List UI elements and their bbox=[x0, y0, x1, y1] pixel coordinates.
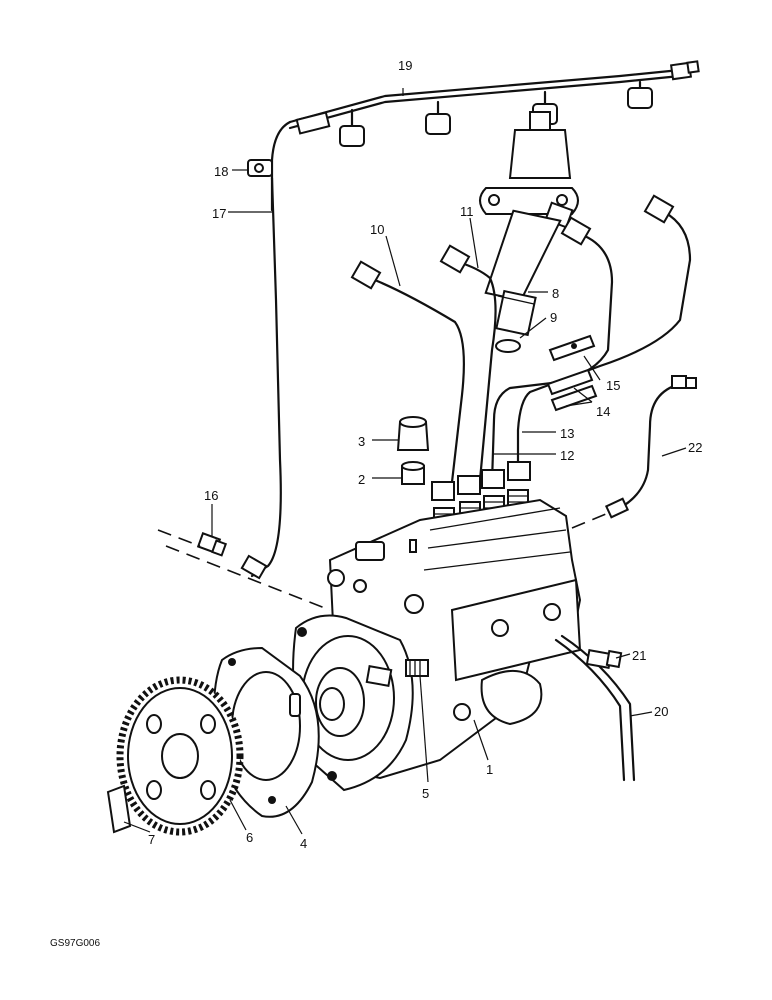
callout-9: 9 bbox=[550, 310, 557, 325]
banjo-fitting bbox=[425, 100, 451, 135]
callout-16: 16 bbox=[204, 488, 218, 503]
callout-6: 6 bbox=[246, 830, 253, 845]
callout-1: 1 bbox=[486, 762, 493, 777]
injector-pipe bbox=[516, 194, 692, 470]
callout-14: 14 bbox=[596, 404, 610, 419]
callout-20: 20 bbox=[654, 704, 668, 719]
callout-10: 10 bbox=[370, 222, 384, 237]
banjo-fitting bbox=[627, 80, 653, 109]
callout-8: 8 bbox=[552, 286, 559, 301]
callout-19: 19 bbox=[398, 58, 412, 73]
union-fitting bbox=[196, 532, 228, 557]
callout-22: 22 bbox=[688, 440, 702, 455]
callout-3: 3 bbox=[358, 434, 365, 449]
pipe-clamp bbox=[548, 334, 596, 362]
callout-5: 5 bbox=[422, 786, 429, 801]
delivery-valve-seal bbox=[401, 461, 425, 485]
callout-leaders bbox=[123, 88, 687, 835]
callout-4: 4 bbox=[300, 836, 307, 851]
injector-pipe bbox=[350, 260, 465, 484]
return-pipe bbox=[250, 176, 282, 578]
banjo-bolt bbox=[585, 649, 623, 669]
callout-7: 7 bbox=[148, 832, 155, 847]
pipe-nuts bbox=[431, 461, 531, 501]
alignment-line bbox=[571, 513, 607, 529]
delivery-valve-holder bbox=[396, 416, 430, 451]
spill-pipe bbox=[560, 634, 636, 782]
drive-gear bbox=[116, 676, 244, 836]
callout-15: 15 bbox=[606, 378, 620, 393]
fuel-feed-pipe bbox=[604, 375, 697, 519]
callout-17: 17 bbox=[212, 206, 226, 221]
drive-flange bbox=[292, 614, 414, 792]
callout-13: 13 bbox=[560, 426, 574, 441]
lock-tab bbox=[106, 784, 132, 834]
injector-pipe bbox=[439, 244, 497, 482]
callout-21: 21 bbox=[632, 648, 646, 663]
callout-11: 11 bbox=[460, 204, 474, 219]
alignment-line bbox=[157, 529, 201, 547]
mounting-stud bbox=[405, 659, 429, 677]
alignment-line bbox=[165, 545, 331, 611]
callout-18: 18 bbox=[214, 164, 228, 179]
injector-washer bbox=[495, 339, 521, 353]
pipe-clip bbox=[247, 159, 273, 177]
injector bbox=[479, 111, 579, 337]
pipe-clamp bbox=[546, 368, 598, 412]
callout-12: 12 bbox=[560, 448, 574, 463]
callout-2: 2 bbox=[358, 472, 365, 487]
spill-pipe bbox=[554, 638, 626, 782]
banjo-fitting bbox=[339, 108, 365, 147]
figure-reference-code: GS97G006 bbox=[50, 938, 100, 949]
